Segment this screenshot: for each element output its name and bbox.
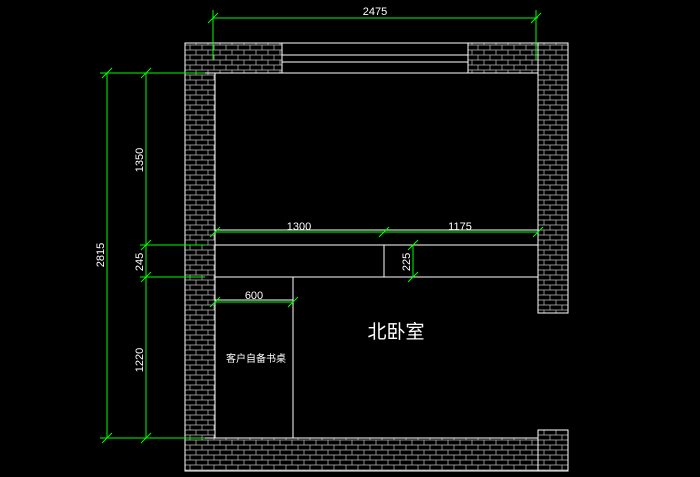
walls — [184, 42, 569, 472]
wall-bottom — [184, 437, 569, 472]
wall-bottom-right-stub — [537, 429, 569, 472]
dim-shelf-depth: 225 — [401, 253, 413, 271]
dim-shelf-right: 1175 — [448, 221, 472, 233]
dim-left-middle: 245 — [134, 253, 146, 271]
desk-outline — [214, 276, 294, 439]
room-name-label: 北卧室 — [367, 321, 424, 343]
shelf-right — [383, 244, 539, 278]
desk-note-label: 客户自备书桌 — [226, 352, 286, 365]
wall-right — [537, 42, 569, 314]
window-top — [281, 42, 469, 74]
dim-shelf-left: 1300 — [287, 221, 311, 233]
dim-top-width: 2475 — [363, 6, 387, 18]
dim-desk-width: 600 — [245, 290, 263, 302]
shelf-left — [214, 244, 385, 278]
wall-left — [184, 42, 216, 472]
interior-furniture — [214, 72, 568, 439]
dim-left-upper: 1350 — [134, 148, 146, 172]
wardrobe-outline — [214, 72, 539, 231]
dim-left-total: 2815 — [95, 243, 107, 267]
dimension-lines — [100, 10, 544, 444]
dim-left-lower: 1220 — [134, 348, 146, 372]
wall-top-left — [184, 42, 283, 74]
